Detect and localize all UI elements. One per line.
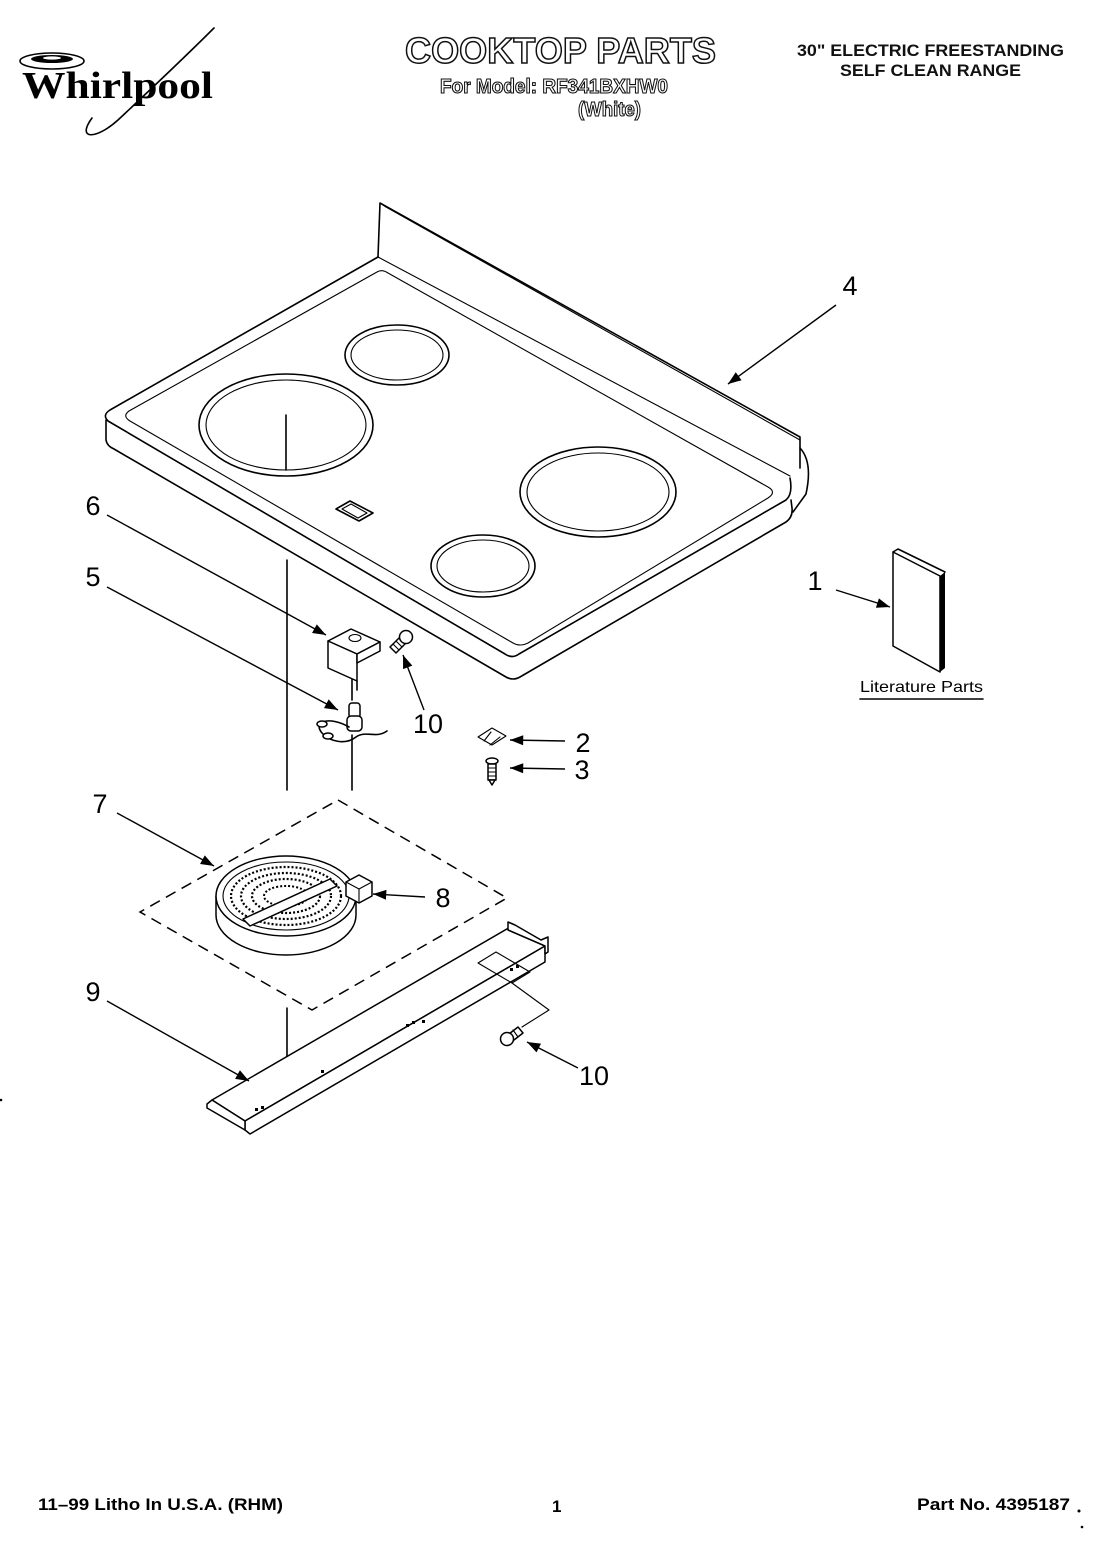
callout-cooktop: 4 — [842, 271, 857, 301]
page-title: COOKTOP PARTS — [405, 30, 716, 71]
callout-element: 8 — [435, 883, 450, 913]
callout-screw: 3 — [574, 755, 589, 785]
hot-light-switch — [316, 702, 388, 743]
clip — [477, 727, 507, 746]
callout-clip: 2 — [575, 728, 590, 758]
element-area-outline — [138, 799, 509, 1011]
screw-icon — [499, 1026, 524, 1047]
speck — [1080, 1525, 1084, 1529]
callout-literature: 1 — [807, 566, 822, 596]
speck — [0, 1098, 3, 1102]
burner-front-small — [430, 534, 536, 598]
whirlpool-logo: Whirlpool — [19, 27, 215, 136]
screw-icon — [485, 757, 499, 786]
cooktop-glass-top — [104, 202, 810, 680]
screw-icon — [389, 629, 414, 654]
callout-switch: 5 — [85, 562, 100, 592]
literature-parts-label: Literature Parts — [860, 679, 983, 696]
hot-surface-indicator — [335, 500, 374, 522]
literature-book-icon — [892, 548, 946, 673]
callout-screw-upper: 10 — [413, 709, 443, 739]
page-number: 1 — [552, 1497, 561, 1516]
model-number: For Model: RF341BXHW0 — [440, 76, 668, 98]
model-color: (White) — [578, 99, 641, 121]
callout-screw-lower: 10 — [579, 1061, 609, 1091]
range-type-line-1: 30" ELECTRIC FREESTANDING — [797, 41, 1064, 60]
element-support-bar — [206, 921, 550, 1135]
burner-back-small — [344, 324, 450, 386]
part-number: Part No. 4395187 — [917, 1495, 1070, 1514]
radiant-surface-element — [215, 855, 373, 956]
callout-bracket: 6 — [85, 491, 100, 521]
print-info: 11–99 Litho In U.S.A. (RHM) — [38, 1495, 283, 1514]
logo-wordmark: Whirlpool — [22, 65, 213, 107]
logo-swirl-icon — [19, 52, 85, 70]
callout-support-bar: 9 — [85, 977, 100, 1007]
switch-bracket — [327, 628, 381, 691]
range-type-line-2: SELF CLEAN RANGE — [840, 61, 1021, 80]
callout-element-area: 7 — [92, 789, 107, 819]
burner-right-large — [519, 446, 677, 538]
speck — [1077, 1509, 1081, 1513]
leader-lines — [106, 304, 891, 1082]
